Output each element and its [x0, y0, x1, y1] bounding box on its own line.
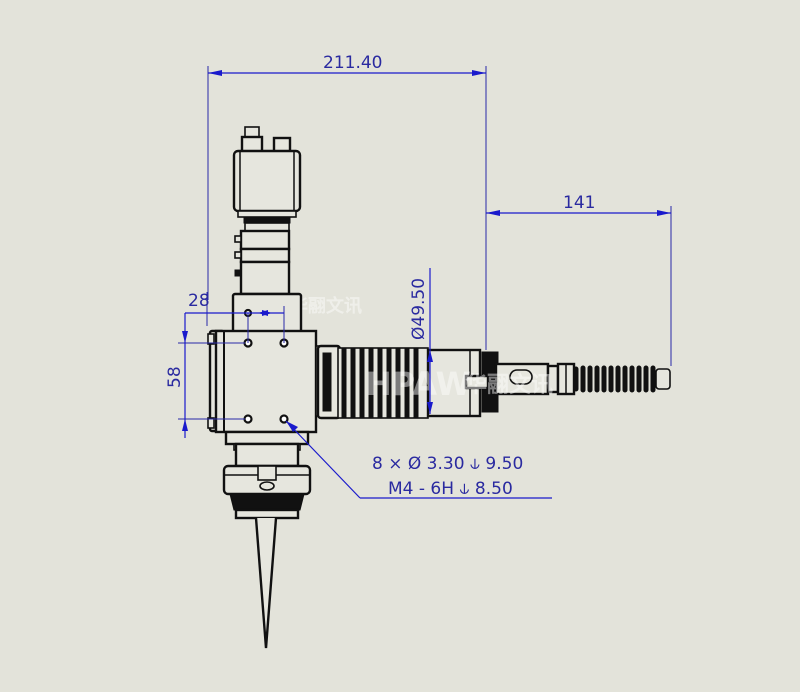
bellows-assembly	[316, 344, 671, 420]
dimension-hole-spacing-vertical: 58	[165, 313, 245, 438]
svg-text:211.40: 211.40	[323, 53, 382, 73]
dimension-horizontal-offset: 141	[486, 193, 672, 366]
callout-line-2: M4 - 6H ⫝ 8.50	[388, 479, 513, 499]
mount-hole	[279, 414, 289, 424]
callout-line-1: 8 × Ø 3.30 ⫝ 9.50	[372, 454, 523, 474]
svg-text:58: 58	[165, 366, 185, 388]
mount-hole	[243, 414, 253, 424]
nozzle-assembly	[222, 430, 312, 649]
watermark-middle: HPAW 华翮文讯	[365, 365, 553, 403]
dimension-bellows-diameter: Ø49.50	[409, 268, 433, 414]
svg-text:华翮文讯: 华翮文讯	[290, 295, 362, 317]
camera-module	[232, 126, 302, 296]
svg-text:Ø49.50: Ø49.50	[409, 278, 429, 340]
svg-text:HPAW: HPAW	[365, 365, 471, 403]
svg-text:华翮文讯: 华翮文讯	[465, 372, 553, 398]
hole-callout: 8 × Ø 3.30 ⫝ 9.50 M4 - 6H ⫝ 8.50	[285, 420, 552, 499]
dimension-overall-width: 211.40	[207, 53, 487, 350]
dimension-hole-spacing-horizontal: 28	[185, 291, 285, 343]
svg-text:141: 141	[563, 193, 595, 213]
svg-text:28: 28	[188, 291, 210, 311]
